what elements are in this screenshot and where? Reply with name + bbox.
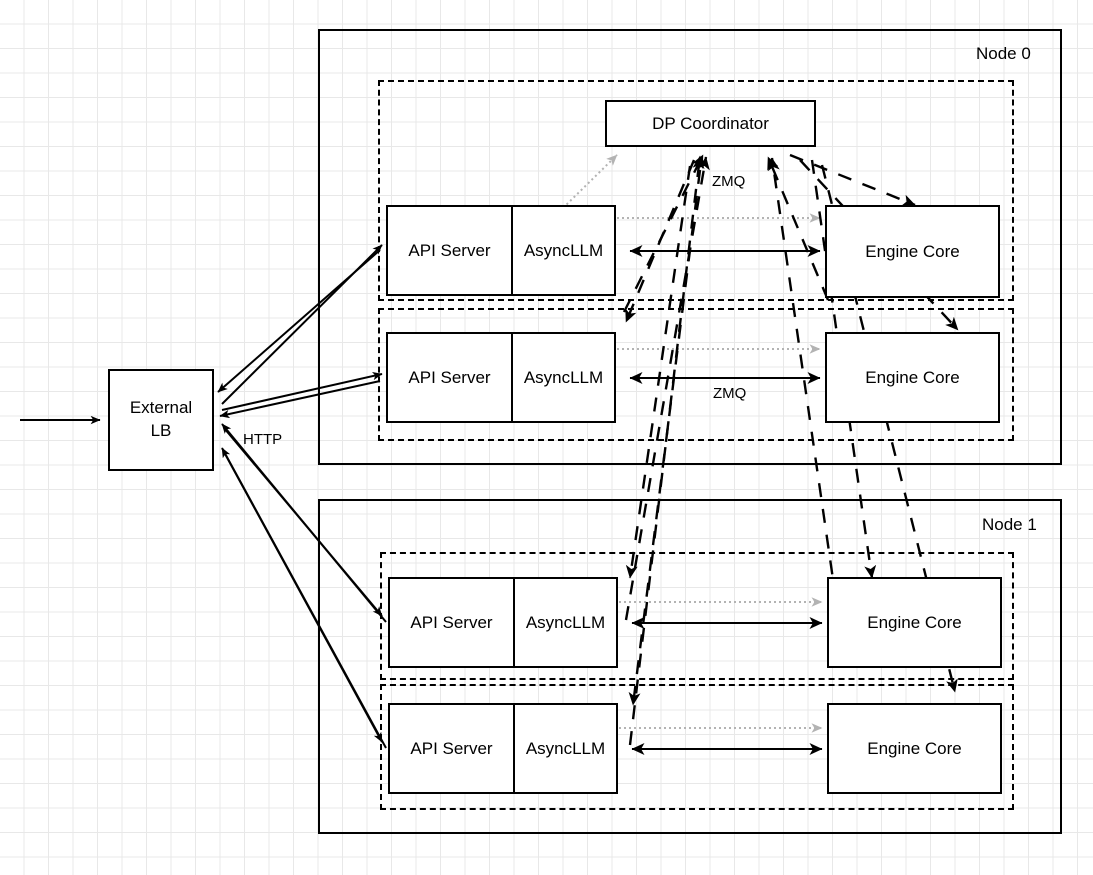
node-0-g2-api-server-box[interactable]: API Server AsyncLLM (386, 332, 616, 423)
dp-coordinator-box[interactable]: DP Coordinator (605, 100, 816, 147)
edge-lb-to-node0-api2 (219, 371, 383, 419)
node-1-label: Node 1 (982, 515, 1037, 534)
node-0-dp-group-2 (378, 308, 1014, 441)
node-1-g1-api-server-label: API Server (410, 612, 493, 632)
edge-lb-to-node0-api1 (217, 244, 383, 405)
node-1-dp-group-2 (380, 684, 1014, 810)
edge-zmq-enginecore-to-coordinator (766, 156, 838, 601)
node-0-g1-api-server-label: API Server (408, 240, 491, 260)
node-0-g2-asyncllm-label-cell[interactable]: AsyncLLM (513, 334, 614, 421)
external-lb-label-line2: LB (150, 421, 172, 440)
node-1-container (318, 499, 1062, 834)
zmq-label-top: ZMQ (712, 173, 746, 190)
node-0-g1-engine-core-box[interactable]: Engine Core (825, 205, 1000, 298)
node-1-g2-api-server-box[interactable]: API Server AsyncLLM (388, 703, 618, 794)
node-1-g2-engine-core-label: Engine Core (867, 738, 962, 758)
node-1-g1-engine-core-box[interactable]: Engine Core (827, 577, 1002, 668)
node-0-g1-api-server-box[interactable]: API Server AsyncLLM (386, 205, 616, 296)
node-1-g1-api-server-label-cell[interactable]: API Server (390, 579, 515, 666)
dp-coordinator-label: DP Coordinator (652, 113, 769, 133)
node-0-g2-api-server-label: API Server (408, 367, 491, 387)
node-0-g2-asyncllm-label: AsyncLLM (523, 367, 604, 387)
http-edge-label: HTTP (243, 431, 283, 448)
node-0-g1-asyncllm-label: AsyncLLM (523, 240, 604, 260)
edge-lb-to-node1-api1 (221, 423, 387, 623)
node-1-dp-group-1 (380, 552, 1014, 680)
node-0-label: Node 0 (976, 44, 1031, 63)
node-0-g2-engine-core-label: Engine Core (865, 367, 960, 387)
node-1-g1-api-server-box[interactable]: API Server AsyncLLM (388, 577, 618, 668)
node-1-g2-asyncllm-label-cell[interactable]: AsyncLLM (515, 705, 616, 792)
node-1-g1-engine-core-label: Engine Core (867, 612, 962, 632)
node-0-container (318, 29, 1062, 465)
edge-lb-to-node1-api2 (221, 447, 387, 749)
external-lb-label-line1: External (129, 398, 193, 418)
node-0-g1-api-server-label-cell[interactable]: API Server (388, 207, 513, 294)
node-1-g2-engine-core-box[interactable]: Engine Core (827, 703, 1002, 794)
node-0-g1-engine-core-label: Engine Core (865, 241, 960, 261)
node-0-g1-asyncllm-label-cell[interactable]: AsyncLLM (513, 207, 614, 294)
node-0-g2-api-server-label-cell[interactable]: API Server (388, 334, 513, 421)
node-1-g2-api-server-label-cell[interactable]: API Server (390, 705, 515, 792)
zmq-label-mid: ZMQ (713, 385, 747, 402)
edge-zmq-coordinator-to-asyncllm (624, 159, 702, 706)
node-1-g1-asyncllm-label-cell[interactable]: AsyncLLM (515, 579, 616, 666)
node-0-g2-engine-core-box[interactable]: Engine Core (825, 332, 1000, 423)
external-lb-box[interactable]: External LB (108, 369, 214, 471)
node-1-g2-asyncllm-label: AsyncLLM (525, 738, 606, 758)
node-1-g1-asyncllm-label: AsyncLLM (525, 612, 606, 632)
node-1-g2-api-server-label: API Server (410, 738, 493, 758)
node-0-dp-group-1 (378, 80, 1014, 301)
